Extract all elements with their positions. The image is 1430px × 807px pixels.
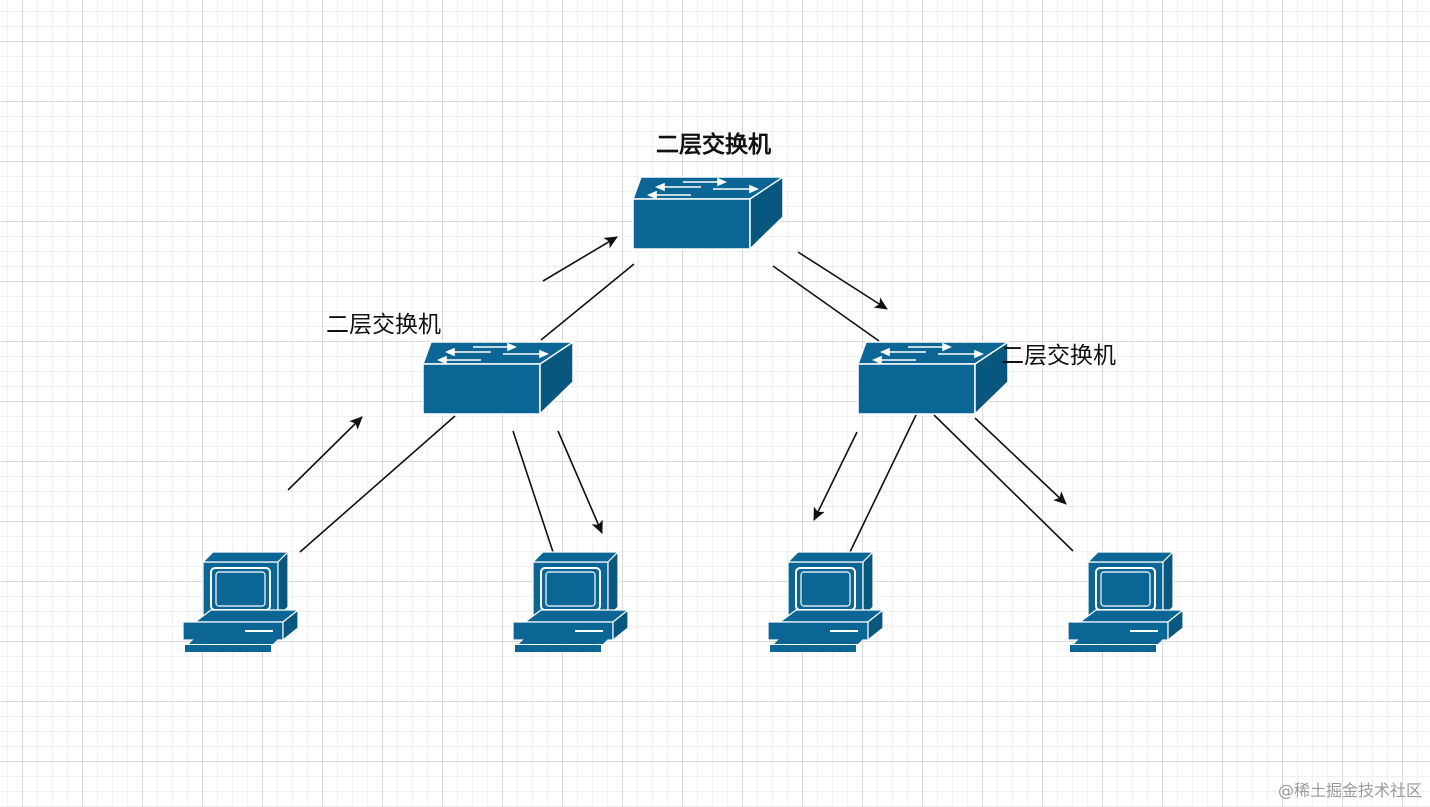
link-left-switch-to-pc-1 <box>299 415 456 553</box>
arrow-pc1-up <box>287 416 363 491</box>
link-right-switch-to-pc-4 <box>933 414 1074 552</box>
computer-icon-2 <box>512 551 629 653</box>
arrow-left-to-pc2 <box>557 430 603 534</box>
link-lines <box>299 263 1074 553</box>
switch-icon-right <box>857 341 1009 415</box>
arrow-top-to-right <box>797 251 888 310</box>
top-switch-label: 二层交换机 <box>656 132 771 158</box>
switch-icon-top <box>632 176 784 250</box>
arrow-right-to-pc3 <box>813 431 858 521</box>
left-switch-label: 二层交换机 <box>326 312 441 338</box>
arrow-left-to-top <box>542 236 618 282</box>
link-top-switch-to-right-switch <box>772 265 880 342</box>
computer-icon-1 <box>182 551 299 653</box>
link-right-switch-to-pc-3 <box>849 414 917 553</box>
computer-icon-3 <box>767 551 884 653</box>
link-left-switch-to-top-switch <box>540 263 635 341</box>
switch-icon-left <box>422 341 574 415</box>
right-switch-label: 二层交换机 <box>1001 343 1116 369</box>
arrow-right-to-pc4 <box>974 417 1067 505</box>
traffic-arrows <box>287 236 1067 534</box>
link-left-switch-to-pc-2 <box>512 430 554 553</box>
watermark: @稀土掘金技术社区 <box>1277 781 1422 800</box>
computer-icon-4 <box>1067 551 1184 653</box>
